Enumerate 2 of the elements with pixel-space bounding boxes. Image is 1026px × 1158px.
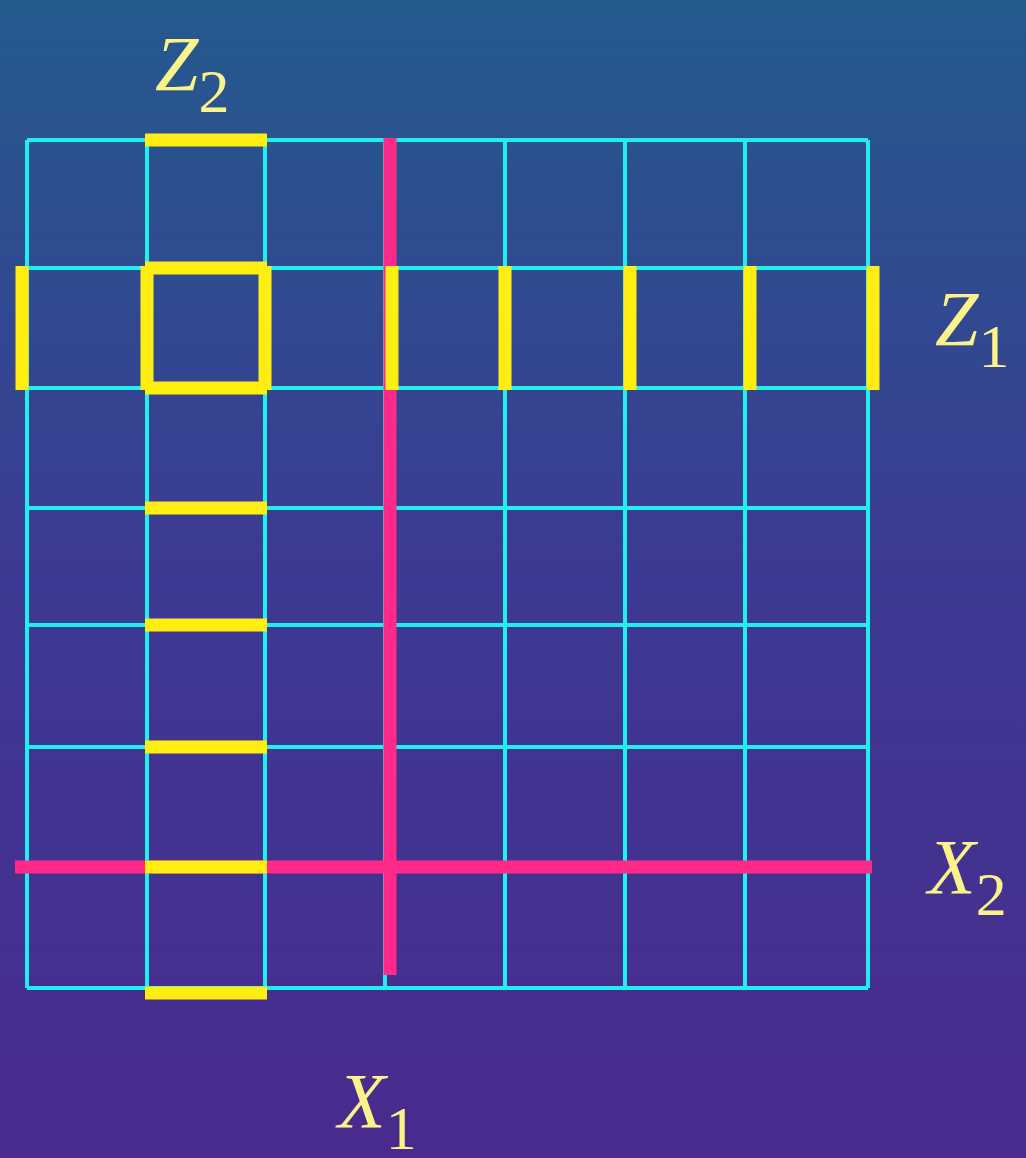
operator-label: Z$_{2}$: [155, 25, 230, 122]
operator-label: Z$_{1}$: [935, 280, 1010, 377]
